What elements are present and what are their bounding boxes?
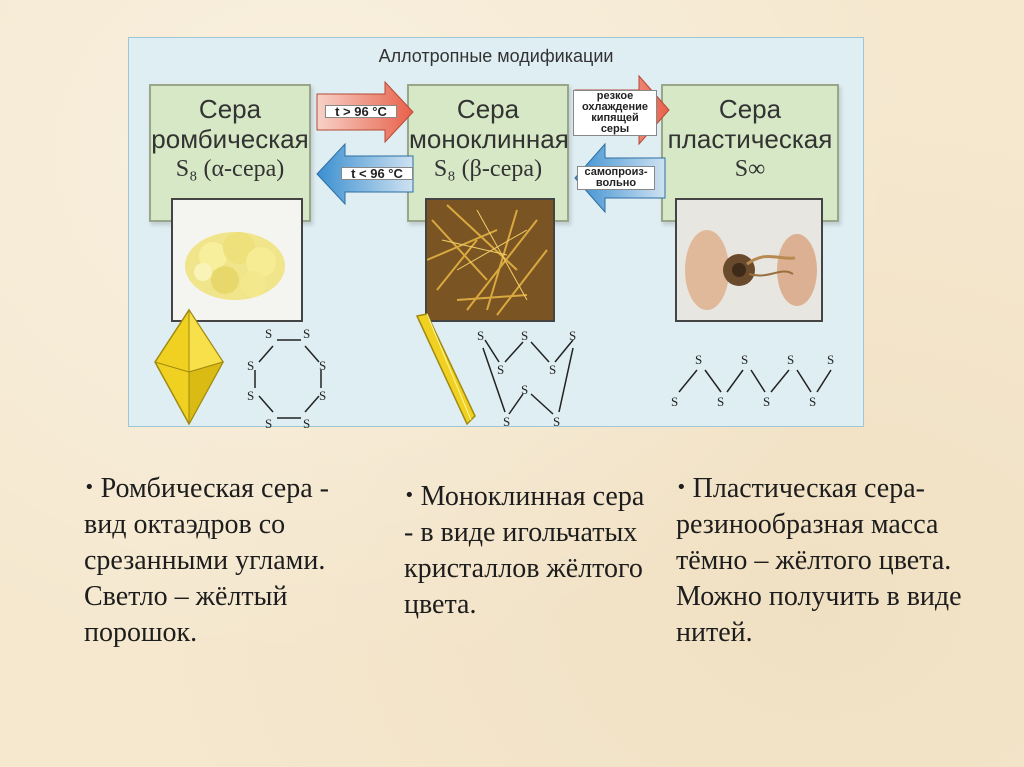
arrow-label-line: серы <box>601 123 629 135</box>
octahedral-crystal-icon <box>147 306 231 428</box>
description-text: Пластическая сера- резинообразная масса … <box>676 473 962 648</box>
monoclinic-description: •Моноклинная сера - в виде игольчатых кр… <box>404 478 654 623</box>
atom-label: S <box>671 394 678 409</box>
atom-label: S <box>787 352 794 367</box>
sulfur-chain-structure: S S S S S S S S <box>665 346 845 412</box>
atom-label: S <box>763 394 770 409</box>
description-text: Моноклинная сера - в виде игольчатых кри… <box>404 481 644 620</box>
atom-label: S <box>303 416 310 428</box>
plastic-description: •Пластическая сера- резинообразная масса… <box>676 470 966 651</box>
allotropes-diagram: Аллотропные модификации Сера ромбическая… <box>128 37 864 427</box>
arrow-label-line: вольно <box>596 177 636 189</box>
monoclinic-sulfur-photo <box>425 198 555 322</box>
atom-label: S <box>827 352 834 367</box>
atom-label: S <box>319 388 326 403</box>
atom-label: S <box>521 382 528 397</box>
atom-label: S <box>741 352 748 367</box>
bullet-icon: • <box>404 485 415 506</box>
arrow-label-quench: резкое охлаждение кипящей серы <box>573 90 657 136</box>
atom-label: S <box>503 414 510 428</box>
s8-crown-structure: S S S S S S S S <box>469 326 599 428</box>
bullet-icon: • <box>676 477 687 498</box>
arrow-label-spontaneous: самопроиз- вольно <box>577 166 655 190</box>
atom-label: S <box>717 394 724 409</box>
atom-label: S <box>303 326 310 341</box>
atom-label: S <box>265 326 272 341</box>
plastic-sulfur-photo <box>675 198 823 322</box>
atom-label: S <box>521 328 528 343</box>
arrow-label-cool: t < 96 °C <box>341 167 413 180</box>
atom-label: S <box>549 362 556 377</box>
atom-label: S <box>695 352 702 367</box>
atom-label: S <box>569 328 576 343</box>
atom-label: S <box>247 388 254 403</box>
atom-label: S <box>553 414 560 428</box>
bullet-icon: • <box>84 477 95 498</box>
rhombic-sulfur-photo <box>171 198 303 322</box>
description-text: Ромбическая сера - вид октаэдров со срез… <box>84 473 329 648</box>
atom-label: S <box>809 394 816 409</box>
atom-label: S <box>265 416 272 428</box>
arrow-label-heat: t > 96 °C <box>325 105 397 118</box>
atom-label: S <box>247 358 254 373</box>
atom-label: S <box>319 358 326 373</box>
rhombic-description: •Ромбическая сера - вид октаэдров со сре… <box>84 470 374 651</box>
s8-ring-structure: S S S S S S S S <box>235 324 345 428</box>
atom-label: S <box>477 328 484 343</box>
atom-label: S <box>497 362 504 377</box>
